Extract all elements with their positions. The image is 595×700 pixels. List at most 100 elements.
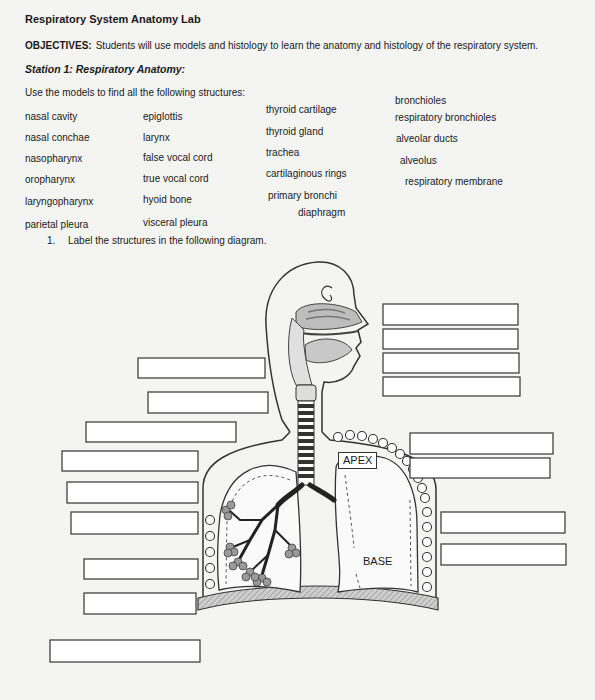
larynx-trachea	[298, 439, 314, 443]
larynx-trachea	[298, 432, 314, 436]
nasal-cavity-shape	[308, 309, 345, 313]
bronchial-tree	[275, 530, 290, 545]
structure-term: bronchioles	[395, 95, 446, 107]
answer-box	[71, 512, 198, 534]
structure-term: nasopharynx	[25, 153, 82, 165]
larynx-trachea	[298, 425, 314, 429]
head-outline	[266, 262, 368, 432]
answer-box	[148, 392, 268, 413]
larynx-trachea	[296, 385, 316, 401]
rib-section	[206, 516, 215, 525]
structure-term: cartilaginous rings	[266, 168, 347, 180]
oral-cavity-shape	[289, 318, 312, 385]
bronchial-tree	[230, 485, 334, 575]
bronchial-tree	[262, 505, 278, 575]
objectives-heading: OBJECTIVES:	[25, 40, 92, 52]
rib-section	[206, 580, 215, 589]
structure-term: diaphragm	[298, 207, 345, 219]
structure-term: hyoid bone	[143, 194, 192, 206]
head-outline	[282, 420, 290, 432]
rib-section	[423, 508, 432, 517]
rib-section	[423, 523, 432, 532]
lung-shape	[218, 456, 418, 592]
lung-shape	[226, 476, 290, 584]
structure-term: false vocal cord	[143, 152, 212, 164]
nasal-cavity-shape	[296, 304, 362, 330]
structure-term: parietal pleura	[25, 219, 88, 231]
larynx-trachea	[298, 404, 314, 408]
nasal-cavity-shape	[300, 331, 358, 334]
rib-section	[206, 564, 215, 573]
answer-box	[86, 422, 236, 442]
head-outline	[266, 262, 368, 432]
bronchial-tree	[278, 485, 302, 505]
alveoli-cluster	[224, 512, 232, 520]
rib-section	[423, 568, 432, 577]
alveoli-cluster	[224, 549, 232, 557]
rib-section	[418, 484, 427, 493]
structure-term: trachea	[266, 147, 299, 159]
region-label: BASE	[363, 555, 392, 568]
structure-term: epiglottis	[143, 111, 182, 123]
node-text: APEX	[343, 454, 372, 467]
answer-box	[84, 559, 198, 579]
answer-box	[383, 304, 518, 325]
answer-box	[84, 593, 196, 614]
structure-term: larynx	[143, 132, 170, 144]
rib-section	[206, 431, 432, 592]
rib-section	[396, 450, 405, 459]
larynx-trachea	[298, 453, 314, 457]
alveoli-cluster	[242, 573, 250, 581]
rib-section	[379, 439, 388, 448]
rib-section	[423, 583, 432, 592]
larynx-trachea	[298, 474, 314, 478]
structure-term: primary bronchi	[268, 190, 337, 202]
rib-section	[206, 532, 215, 541]
rib-section	[358, 432, 367, 441]
answer-box	[50, 304, 566, 662]
answer-box	[441, 544, 566, 565]
rib-section	[369, 435, 378, 444]
bronchial-tree	[240, 505, 278, 558]
answer-box	[441, 512, 565, 533]
alveoli-cluster	[222, 501, 300, 586]
bronchial-tree	[230, 511, 262, 520]
objectives-text: Students will use models and histology t…	[96, 40, 538, 52]
answer-box	[383, 377, 520, 396]
structure-term: alveolus	[400, 155, 437, 167]
structure-term: alveolar ducts	[396, 133, 458, 145]
rib-section	[423, 553, 432, 562]
head-outline	[322, 286, 332, 301]
rib-section	[388, 444, 397, 453]
larynx-trachea	[296, 385, 316, 485]
larynx-trachea	[298, 401, 314, 485]
answer-box	[383, 329, 518, 349]
bronchial-tree	[310, 485, 334, 500]
structure-term: thyroid cartilage	[266, 104, 337, 116]
structure-term: oropharynx	[25, 174, 75, 186]
answer-box	[410, 458, 550, 478]
structure-term: visceral pleura	[143, 217, 207, 229]
answer-box	[67, 482, 198, 503]
structure-term: respiratory bronchioles	[395, 112, 496, 124]
structure-term: nasal conchae	[25, 132, 90, 144]
larynx-trachea	[298, 418, 314, 422]
alveoli-cluster	[239, 562, 247, 570]
alveoli-cluster	[263, 578, 271, 586]
rib-section	[423, 538, 432, 547]
bronchial-tree	[233, 540, 250, 547]
torso-outline	[203, 432, 436, 605]
answer-box	[50, 640, 200, 662]
nasal-cavity-shape	[296, 304, 362, 335]
alveoli-cluster	[285, 550, 293, 558]
answer-box	[383, 353, 519, 373]
instruction-text: Use the models to find all the following…	[25, 87, 245, 99]
bronchial-tree	[251, 555, 268, 571]
structure-term: respiratory membrane	[405, 176, 503, 188]
rib-section	[421, 494, 430, 503]
region-label-box: APEX	[338, 452, 377, 469]
answer-box	[410, 433, 553, 454]
structure-term: true vocal cord	[143, 173, 209, 185]
question-text: Label the structures in the following di…	[68, 235, 266, 247]
